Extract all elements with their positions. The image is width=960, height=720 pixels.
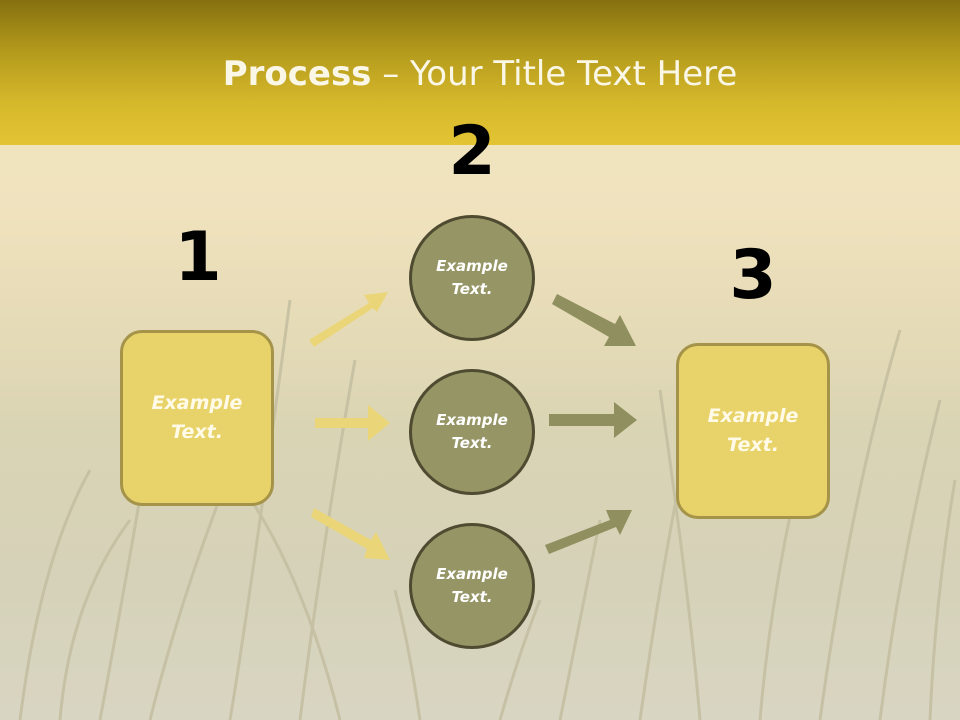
step-number-1: 1 xyxy=(174,218,222,297)
arrow-box1-to-circle3 xyxy=(311,508,390,560)
step-number-2: 2 xyxy=(448,112,496,191)
circle-top-line1: Example xyxy=(436,257,508,275)
step-number-3: 3 xyxy=(729,236,777,315)
circle-middle-line2: Text. xyxy=(451,434,493,452)
start-box-line1: Example xyxy=(151,392,243,414)
circle-bottom-line1: Example xyxy=(436,565,508,583)
circle-bottom-line2: Text. xyxy=(451,588,493,606)
arrow-box1-to-circle2 xyxy=(315,405,390,441)
start-box-line2: Text. xyxy=(171,421,223,443)
title-bar xyxy=(0,0,960,145)
arrow-box1-to-circle1 xyxy=(309,292,388,347)
arrow-circle1-to-box2 xyxy=(552,294,636,346)
slide-title: Process – Your Title Text Here xyxy=(0,52,960,96)
end-box-line1: Example xyxy=(707,405,799,427)
arrow-circle3-to-box2 xyxy=(545,510,632,554)
end-box-line2: Text. xyxy=(727,434,779,456)
arrow-circle2-to-box2 xyxy=(549,402,637,438)
title-bold: Process xyxy=(222,54,372,94)
circle-middle-line1: Example xyxy=(436,411,508,429)
title-rest: – Your Title Text Here xyxy=(371,54,738,94)
circle-top-line2: Text. xyxy=(451,280,493,298)
